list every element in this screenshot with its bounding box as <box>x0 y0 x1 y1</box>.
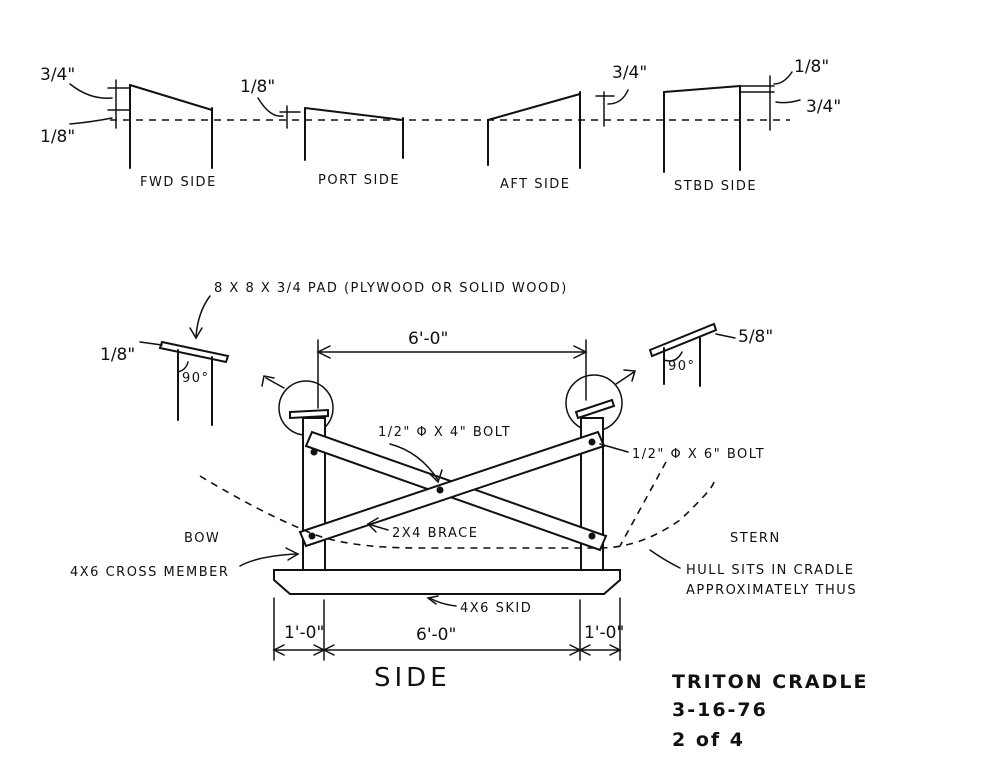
right-circle-arrow <box>623 369 636 382</box>
bottom-dimensions <box>272 597 622 661</box>
right-right-angle: 90° <box>668 359 696 374</box>
hull-note-leader <box>649 549 681 569</box>
right-angle-dim: 5/8" <box>738 327 773 347</box>
bolt-left-top <box>310 448 318 456</box>
bolt-left-bottom <box>308 532 316 540</box>
drawing-name: TRITON CRADLE <box>672 671 868 693</box>
bolt-right-top <box>588 438 596 446</box>
hull-outline <box>199 475 715 549</box>
fwd-dim-3-4: 3/4" <box>40 65 75 85</box>
skid-leader <box>429 597 457 607</box>
pad-leader <box>195 295 211 337</box>
cross-member-arrow <box>285 547 300 561</box>
port-side-profile <box>257 97 404 161</box>
hull-note-1: HULL SITS IN CRADLE <box>686 563 854 578</box>
brace-arrow <box>366 517 379 533</box>
center-bolt-leader <box>389 443 439 481</box>
skid-arrow <box>426 595 439 605</box>
left-angle-dim: 1/8" <box>100 345 135 365</box>
fwd-side-label: FWD SIDE <box>140 175 217 190</box>
stbd-dim-3-4: 3/4" <box>806 97 841 117</box>
pad-leader-arrow <box>189 327 203 340</box>
width-dim-label: 6'-0" <box>408 329 448 349</box>
cross-member-leader <box>239 553 297 567</box>
left-circle-arrow <box>261 375 275 387</box>
side-bolt-note: 1/2" Φ X 6" BOLT <box>632 447 765 462</box>
bow-label: BOW <box>184 531 220 546</box>
brace-note: 2X4 BRACE <box>392 526 478 541</box>
side-bolt-leader <box>599 443 629 453</box>
drawing-date: 3-16-76 <box>672 699 768 721</box>
cross-member-note: 4X6 CROSS MEMBER <box>70 565 229 580</box>
stern-label: STERN <box>730 531 781 546</box>
hull-note-2: APPROXIMATELY THUS <box>686 583 857 598</box>
left-right-angle: 90° <box>182 371 210 386</box>
left-circle-leader <box>265 377 285 389</box>
stbd-side-label: STBD SIDE <box>674 179 757 194</box>
sheet-number: 2 of 4 <box>672 729 745 751</box>
dim-right: 1'-0" <box>584 623 624 643</box>
port-dim-1-8: 1/8" <box>240 77 275 97</box>
stbd-dim-1-8: 1/8" <box>794 57 829 77</box>
bolt-right-bottom <box>588 532 596 540</box>
right-post-pad <box>574 398 616 420</box>
fwd-dim-1-8: 1/8" <box>40 127 75 147</box>
port-side-label: PORT SIDE <box>318 173 400 188</box>
center-bolt-note: 1/2" Φ X 4" BOLT <box>378 425 511 440</box>
stbd-side-profile <box>663 71 801 173</box>
fwd-side-profile <box>69 79 213 169</box>
bolt-center <box>436 486 444 494</box>
aft-dim-3-4: 3/4" <box>612 63 647 83</box>
left-post-pad <box>289 408 329 420</box>
hull-dash-stern <box>619 461 667 547</box>
left-pad-detail <box>139 340 230 426</box>
view-title: SIDE <box>374 663 451 693</box>
aft-side-label: AFT SIDE <box>500 177 571 192</box>
aft-side-profile <box>487 89 629 169</box>
brace-leader <box>367 523 389 531</box>
center-bolt-arrow <box>429 469 443 484</box>
brace-up <box>298 430 606 548</box>
top-profiles: 3/4" 1/8" FWD SIDE 1/8" PORT SIDE 3/4" A… <box>40 57 841 194</box>
pad-note: 8 X 8 X 3/4 PAD (PLYWOOD OR SOLID WOOD) <box>214 281 568 296</box>
skid <box>273 569 621 595</box>
top-width-dimension <box>316 339 588 409</box>
dim-left: 1'-0" <box>284 623 324 643</box>
skid-note: 4X6 SKID <box>460 601 532 616</box>
right-pad-detail <box>648 322 736 387</box>
right-circle-leader <box>615 371 635 385</box>
dim-mid: 6'-0" <box>416 625 456 645</box>
